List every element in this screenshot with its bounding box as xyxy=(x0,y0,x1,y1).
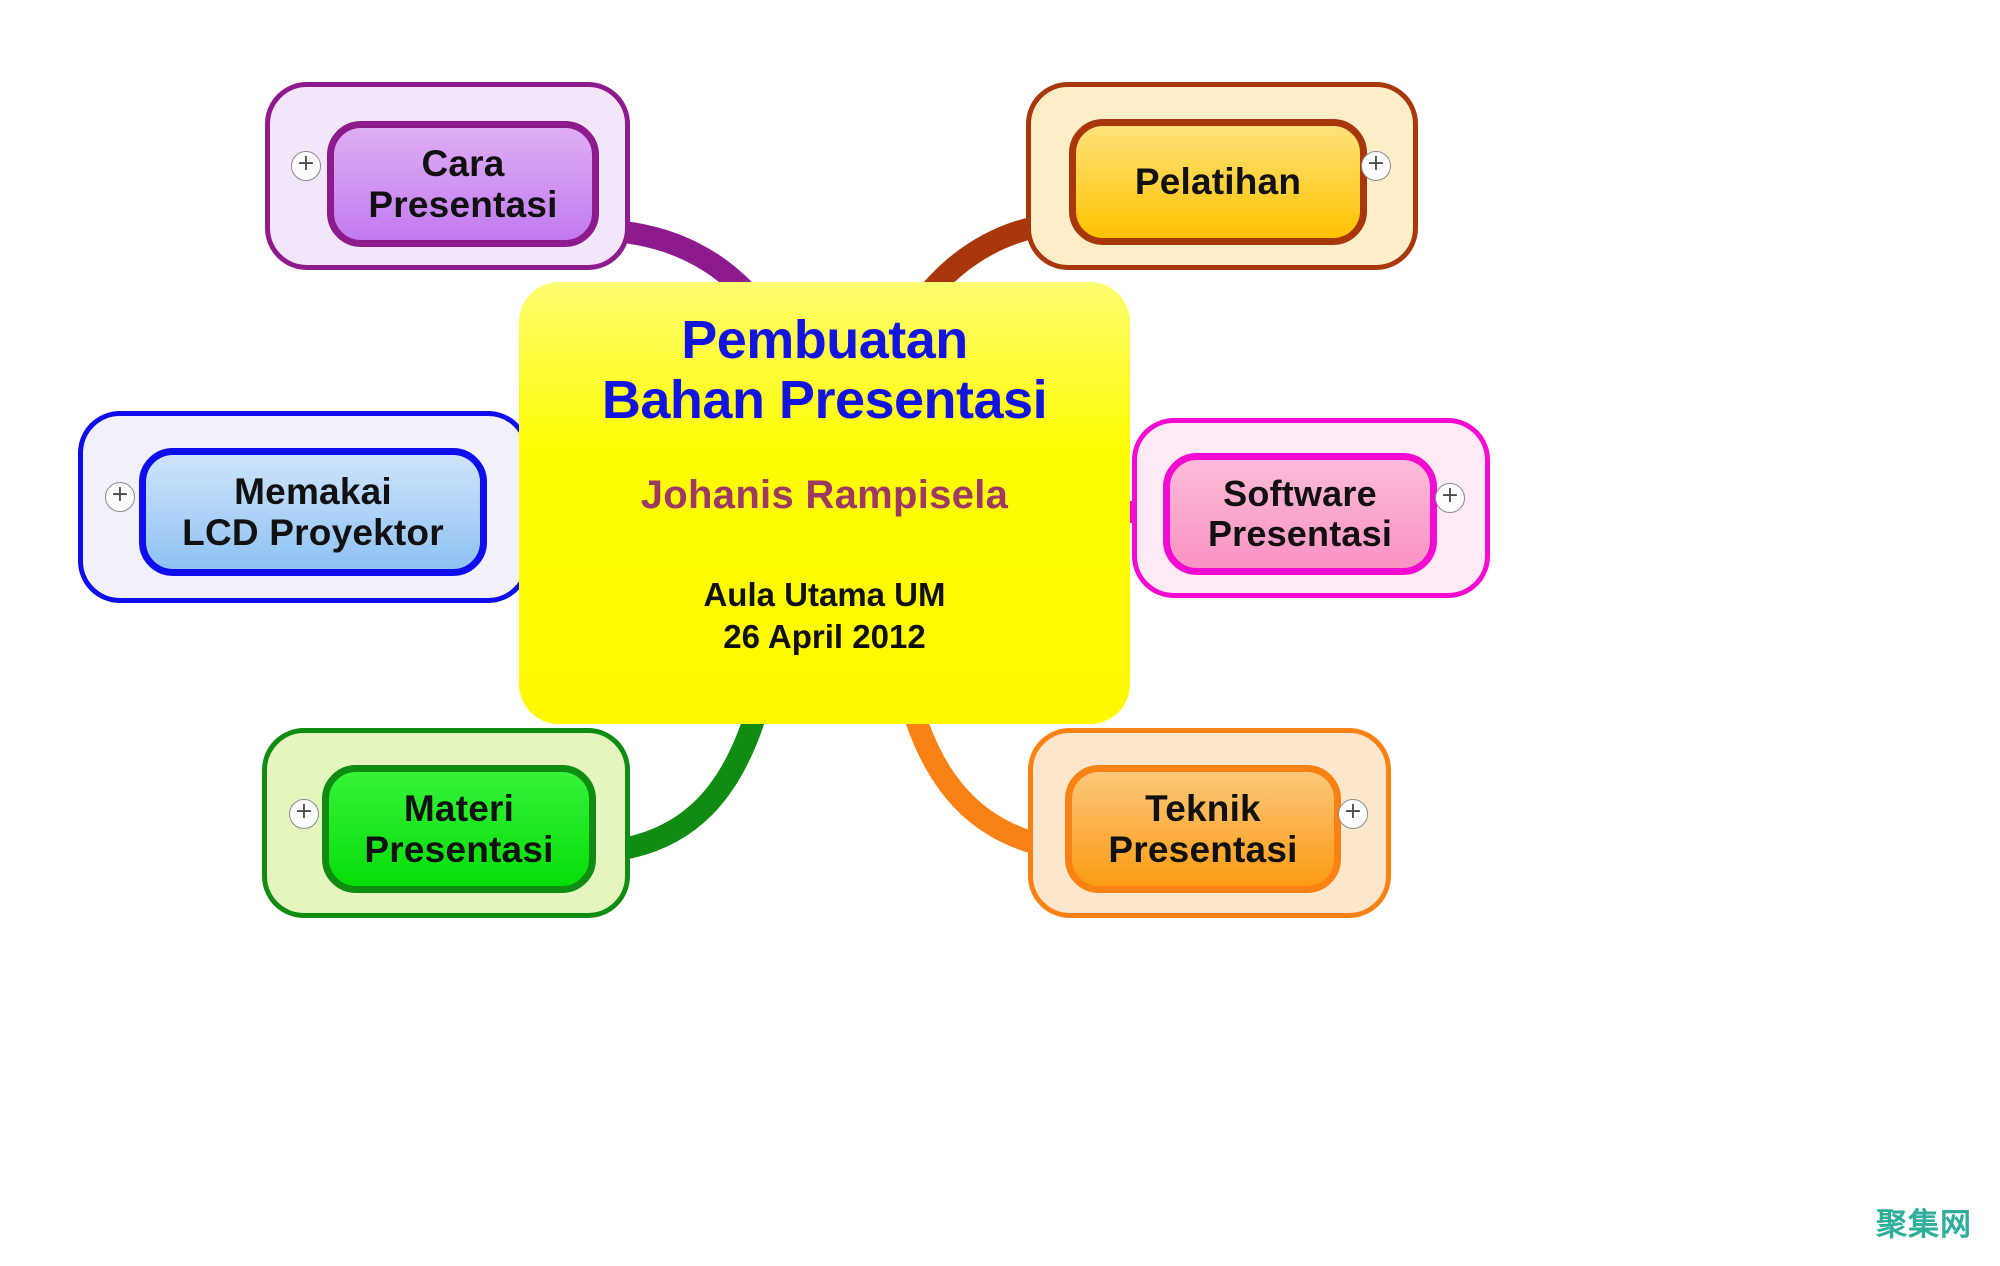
central-venue: Aula Utama UM xyxy=(703,575,946,613)
node-pelatihan-body[interactable]: Pelatihan xyxy=(1069,119,1367,245)
expand-software-presentasi-icon[interactable]: + xyxy=(1435,483,1465,513)
node-software-presentasi-line1: Software xyxy=(1223,472,1377,514)
node-teknik-presentasi[interactable]: Teknik Presentasi + xyxy=(1028,728,1391,918)
node-cara-presentasi[interactable]: Cara Presentasi + xyxy=(265,82,630,270)
central-title: Pembuatan Bahan Presentasi xyxy=(601,310,1048,431)
central-node[interactable]: Pembuatan Bahan Presentasi Johanis Rampi… xyxy=(519,282,1130,724)
node-memakai-lcd-proyektor-body[interactable]: Memakai LCD Proyektor xyxy=(139,448,487,576)
watermark: 聚集网 xyxy=(1876,1207,1972,1243)
node-materi-presentasi-line1: Materi xyxy=(403,787,515,829)
node-materi-presentasi[interactable]: Materi Presentasi + xyxy=(262,728,630,918)
expand-materi-presentasi-icon[interactable]: + xyxy=(289,799,319,829)
node-software-presentasi[interactable]: Software Presentasi + xyxy=(1132,418,1490,598)
central-title-line2: Bahan Presentasi xyxy=(601,370,1048,431)
node-software-presentasi-body[interactable]: Software Presentasi xyxy=(1163,453,1437,575)
node-cara-presentasi-line1: Cara xyxy=(421,142,505,184)
node-cara-presentasi-body[interactable]: Cara Presentasi xyxy=(327,121,599,247)
node-memakai-lcd-proyektor[interactable]: Memakai LCD Proyektor + xyxy=(78,411,530,603)
node-materi-presentasi-body[interactable]: Materi Presentasi xyxy=(322,765,596,893)
node-teknik-presentasi-line1: Teknik xyxy=(1145,787,1261,829)
node-materi-presentasi-line2: Presentasi xyxy=(364,829,554,870)
expand-pelatihan-icon[interactable]: + xyxy=(1361,151,1391,181)
node-pelatihan[interactable]: Pelatihan + xyxy=(1026,82,1418,270)
node-memakai-lcd-proyektor-line1: Memakai xyxy=(234,470,392,512)
expand-memakai-lcd-proyektor-icon[interactable]: + xyxy=(105,482,135,512)
node-teknik-presentasi-line2: Presentasi xyxy=(1108,829,1298,870)
node-memakai-lcd-proyektor-line2: LCD Proyektor xyxy=(182,512,444,553)
central-venue-block: Aula Utama UM 26 April 2012 xyxy=(703,574,945,658)
node-pelatihan-line1: Pelatihan xyxy=(1134,161,1302,203)
central-author: Johanis Rampisela xyxy=(640,472,1009,517)
expand-teknik-presentasi-icon[interactable]: + xyxy=(1338,799,1368,829)
node-teknik-presentasi-body[interactable]: Teknik Presentasi xyxy=(1065,765,1341,893)
central-date: 26 April 2012 xyxy=(723,618,926,656)
node-cara-presentasi-line2: Presentasi xyxy=(368,184,558,225)
node-software-presentasi-line2: Presentasi xyxy=(1207,513,1393,554)
expand-cara-presentasi-icon[interactable]: + xyxy=(291,151,321,181)
central-title-line1: Pembuatan xyxy=(681,310,968,370)
